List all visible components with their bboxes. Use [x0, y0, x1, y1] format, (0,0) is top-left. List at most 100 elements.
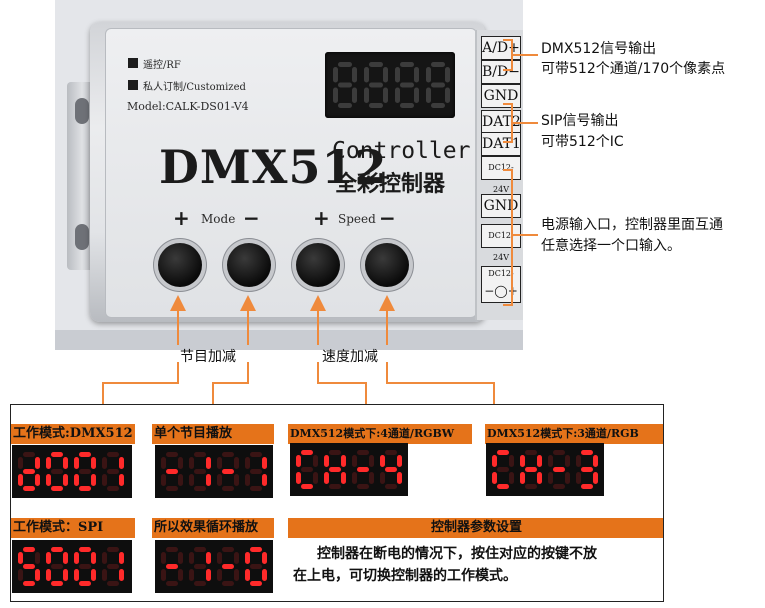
segment-g: [431, 82, 445, 88]
mode-plus-button[interactable]: [158, 243, 202, 287]
segment-f: [18, 457, 23, 469]
segment-c: [313, 472, 318, 484]
segment-e: [352, 472, 357, 484]
segment-g: [222, 564, 234, 569]
segment-b: [35, 552, 40, 564]
segment-g: [581, 467, 593, 472]
settings-text-line-1: 控制器在断电的情况下，按住对应的按键不放: [317, 546, 597, 562]
segment-e: [46, 474, 51, 486]
legend-square-icon: [128, 80, 138, 90]
segment-f: [333, 67, 338, 83]
mode-title-dmx512: 工作模式:DMX512: [11, 424, 135, 444]
display-dmx512: [12, 445, 132, 498]
segment-c: [537, 472, 542, 484]
segment-g: [194, 564, 206, 569]
segment-d: [222, 486, 234, 491]
segment-d: [194, 581, 206, 586]
brand-dmx512: DMX512: [159, 140, 388, 194]
segment-b: [313, 455, 318, 467]
segment-d: [166, 486, 178, 491]
segment-f: [426, 67, 431, 83]
segment-a: [250, 452, 262, 457]
segment-b: [397, 455, 402, 467]
settings-text-line-2: 在上电，可切换控制器的工作模式。: [293, 568, 517, 584]
segment-f: [74, 457, 79, 469]
segment-g: [497, 467, 509, 472]
segment-e: [520, 472, 525, 484]
segment-e: [189, 569, 194, 581]
segment-f: [217, 457, 222, 469]
segment-f: [576, 455, 581, 467]
speed-plus-button[interactable]: [296, 243, 340, 287]
segment-e: [333, 87, 338, 103]
segment-e: [189, 474, 194, 486]
segment-b: [91, 457, 96, 469]
segment-c: [119, 569, 124, 581]
segment-e: [74, 474, 79, 486]
segment-e: [74, 569, 79, 581]
speed-plus-label: +: [313, 206, 330, 230]
segment-c: [91, 474, 96, 486]
controller-photo: 遥控/RF 私人订制/Customized Model:CALK-DS01-V4…: [55, 0, 523, 350]
legend-remote: 遥控/RF: [143, 60, 181, 71]
segment-d: [581, 484, 593, 489]
segment-e: [324, 472, 329, 484]
segment-f: [161, 457, 166, 469]
segment-b: [262, 457, 267, 469]
mode-title-single-program: 单个节目播放: [152, 424, 274, 444]
segment-a: [431, 62, 445, 67]
segment-g: [166, 564, 178, 569]
segment-g: [23, 564, 35, 569]
mode-plus-label: +: [173, 206, 190, 230]
segment-e: [18, 474, 23, 486]
segment-d: [23, 581, 35, 586]
segment-b: [91, 552, 96, 564]
segment-display: [492, 450, 598, 489]
mode-label: Mode: [201, 212, 236, 226]
segment-g: [301, 467, 313, 472]
segment-f: [102, 552, 107, 564]
segment-c: [63, 569, 68, 581]
segment-b: [119, 457, 124, 469]
terminal-panel: A/D+ B/D− GND DAT2 DAT1 DC12-24V GND DC1…: [475, 30, 523, 320]
mode-minus-button[interactable]: [227, 243, 271, 287]
display-spi: [12, 540, 132, 593]
segment-a: [525, 450, 537, 455]
mode-adjust-label: 节目加减: [180, 349, 236, 365]
segment-g: [194, 469, 206, 474]
mode-title-loop: 所以效果循环播放: [152, 518, 274, 538]
segment-d: [79, 486, 91, 491]
segment-d: [194, 486, 206, 491]
segment-f: [189, 457, 194, 469]
segment-d: [497, 484, 509, 489]
settings-title: 控制器参数设置: [288, 518, 663, 538]
segment-f: [189, 552, 194, 564]
segment-a: [369, 62, 383, 67]
segment-e: [217, 569, 222, 581]
segment-e: [364, 87, 369, 103]
legend-square-icon: [128, 58, 138, 68]
segment-e: [46, 569, 51, 581]
segment-g: [107, 564, 119, 569]
segment-d: [222, 581, 234, 586]
speed-minus-button[interactable]: [365, 243, 409, 287]
segment-e: [548, 472, 553, 484]
segment-c: [445, 87, 450, 103]
legend-custom: 私人订制/Customized: [143, 82, 246, 93]
segment-c: [369, 472, 374, 484]
mount-hole: [75, 224, 89, 250]
segment-g: [357, 467, 369, 472]
segment-b: [565, 455, 570, 467]
segment-d: [166, 581, 178, 586]
mode-title-spi: 工作模式：SPI: [11, 518, 135, 538]
segment-e: [102, 474, 107, 486]
segment-display: [161, 547, 267, 586]
segment-a: [400, 62, 414, 67]
segment-e: [161, 474, 166, 486]
segment-f: [296, 455, 301, 467]
segment-b: [206, 552, 211, 564]
brand-controller: Controller: [332, 138, 471, 164]
segment-display: [18, 547, 124, 586]
segment-g: [79, 469, 91, 474]
